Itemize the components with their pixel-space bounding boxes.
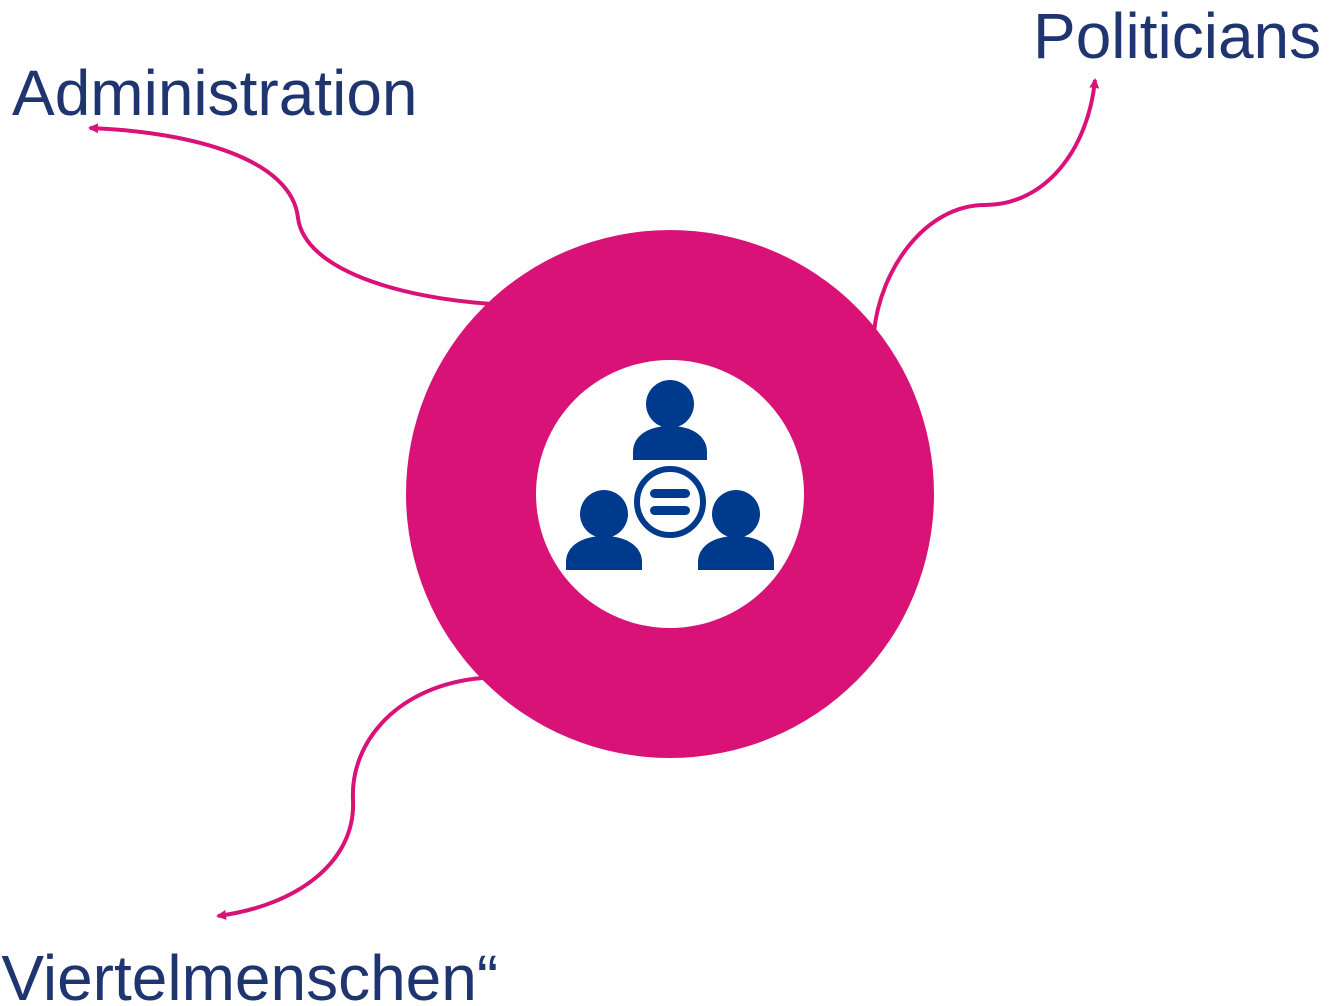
arrow-to-politicians [872,78,1100,333]
arrow-to-viertelmenschen [216,676,483,920]
label-viertelmenschen: „Viertelmenschen“ [0,942,498,1006]
label-administration: Administration [12,57,418,129]
arrow-to-administration [88,123,493,306]
label-politicians: Politicians [1033,0,1321,72]
group-equality-icon [566,380,774,570]
